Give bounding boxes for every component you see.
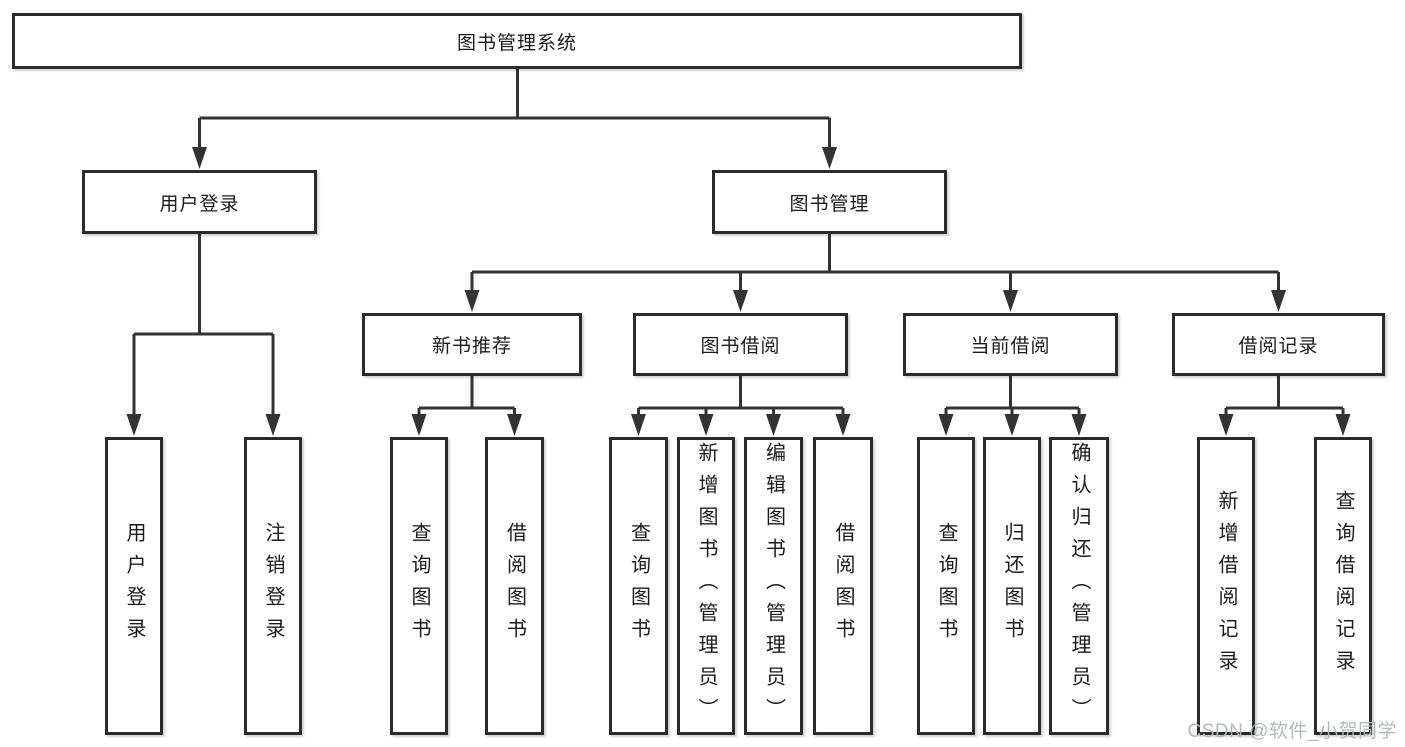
node-book-management: 图书管理 <box>712 170 947 234</box>
node-leaf-logout: 注销登录 <box>244 437 302 735</box>
node-root-system: 图书管理系统 <box>12 13 1022 69</box>
connector-book-borrow-branch <box>637 375 845 417</box>
node-leaf-borrow-books-borrow: 借阅图书 <box>813 437 873 735</box>
arrowheads-borrow-records-branch <box>1218 414 1351 436</box>
node-leaf-query-borrow-record-label: 查询借阅记录 <box>1332 490 1354 682</box>
node-leaf-add-borrow-record-label: 新增借阅记录 <box>1215 490 1237 682</box>
node-book-management-label: 图书管理 <box>789 193 870 215</box>
arrowheads-new-book-branch <box>411 414 522 436</box>
node-leaf-return-book: 归还图书 <box>983 437 1041 735</box>
connector-borrow-records-branch <box>1224 375 1345 417</box>
csdn-watermark: CSDN @软件_小贺同学 <box>1187 721 1397 742</box>
node-leaf-add-book-admin: 新增图书（管理员） <box>677 437 735 735</box>
connector-user-login-branch <box>132 233 275 417</box>
connector-book-management-branch <box>470 233 1280 293</box>
node-new-book-recommend: 新书推荐 <box>362 313 582 376</box>
node-borrow-records: 借阅记录 <box>1172 313 1385 376</box>
node-leaf-query-books-recommend-label: 查询图书 <box>408 522 430 650</box>
node-leaf-query-books-current: 查询图书 <box>917 437 975 735</box>
arrowheads-book-borrow-branch <box>631 414 851 436</box>
node-leaf-query-books-borrow-label: 查询图书 <box>627 522 650 650</box>
node-book-borrow-label: 图书借阅 <box>700 336 781 357</box>
node-leaf-query-borrow-record: 查询借阅记录 <box>1314 437 1372 735</box>
node-user-login: 用户登录 <box>82 170 317 234</box>
node-leaf-borrow-books-borrow-label: 借阅图书 <box>832 522 854 650</box>
node-user-login-label: 用户登录 <box>159 193 240 215</box>
connector-new-book-branch <box>417 375 516 417</box>
node-leaf-confirm-return-admin: 确认归还（管理员） <box>1049 437 1109 735</box>
node-leaf-logout-label: 注销登录 <box>262 522 284 650</box>
arrowheads-user-login-branch <box>126 414 281 436</box>
node-leaf-query-books-recommend: 查询图书 <box>390 437 448 735</box>
node-leaf-query-books-current-label: 查询图书 <box>935 522 957 650</box>
node-leaf-add-borrow-record: 新增借阅记录 <box>1197 437 1255 735</box>
node-leaf-add-book-admin-label: 新增图书（管理员） <box>695 442 717 730</box>
node-leaf-edit-book-admin: 编辑图书（管理员） <box>744 437 803 735</box>
connector-root-to-level2 <box>198 68 831 150</box>
node-leaf-confirm-return-admin-label: 确认归还（管理员） <box>1068 442 1090 730</box>
node-leaf-edit-book-admin-label: 编辑图书（管理员） <box>762 442 785 730</box>
connector-current-borrow-branch <box>944 375 1081 417</box>
arrowheads-current-borrow-branch <box>938 414 1087 436</box>
node-leaf-user-login: 用户登录 <box>105 437 163 735</box>
node-current-borrow-label: 当前借阅 <box>970 336 1051 357</box>
node-root-system-label: 图书管理系统 <box>456 32 577 54</box>
node-leaf-borrow-books-recommend-label: 借阅图书 <box>503 522 526 650</box>
node-leaf-borrow-books-recommend: 借阅图书 <box>485 437 544 735</box>
arrowheads-book-management-branch <box>464 290 1286 312</box>
node-current-borrow: 当前借阅 <box>903 313 1118 376</box>
node-new-book-recommend-label: 新书推荐 <box>431 336 512 357</box>
node-leaf-user-login-label: 用户登录 <box>123 522 145 650</box>
node-book-borrow: 图书借阅 <box>633 313 848 376</box>
node-leaf-query-books-borrow: 查询图书 <box>609 437 668 735</box>
arrowheads-root-to-level2 <box>192 147 837 169</box>
node-leaf-return-book-label: 归还图书 <box>1001 522 1023 650</box>
node-borrow-records-label: 借阅记录 <box>1238 336 1319 357</box>
